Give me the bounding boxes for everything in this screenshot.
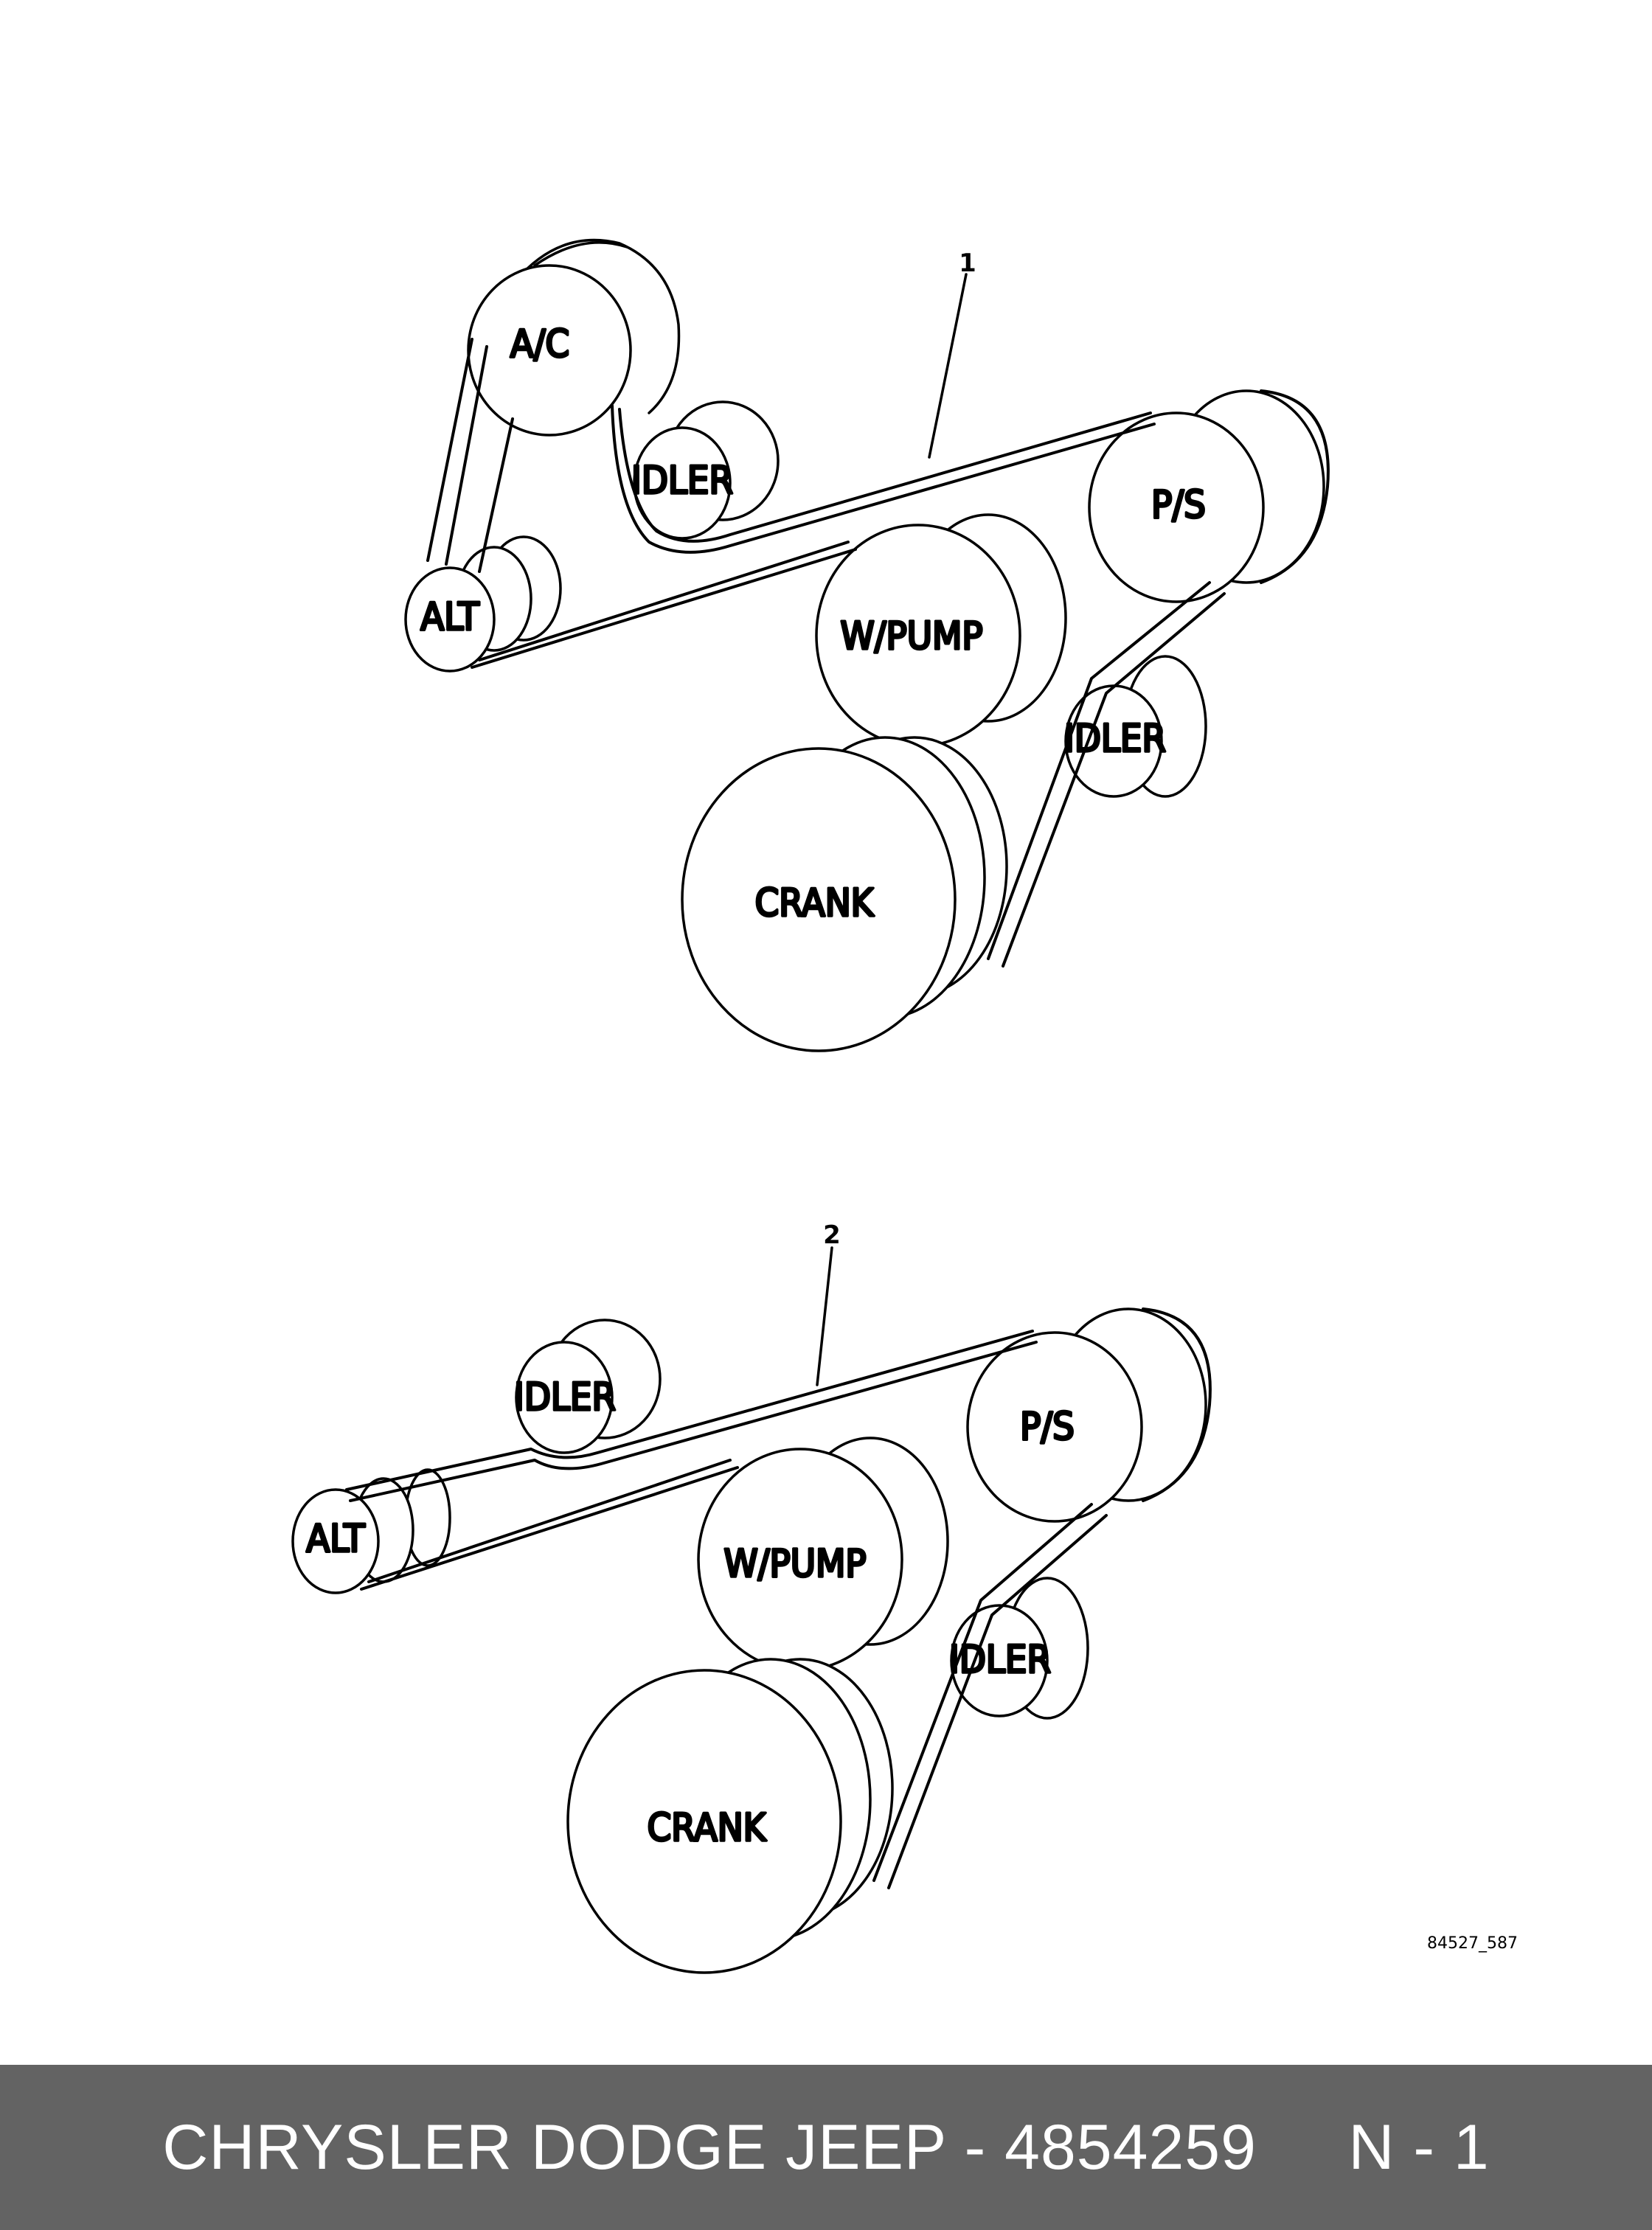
pulley-wpump — [815, 513, 1067, 748]
diagram-bottom: IDLER P/S ALT W/PUMP IDLER CRANK 2 84527… — [291, 1220, 1518, 1974]
pulley-ps-2 — [966, 1307, 1207, 1523]
pulley-idler-upper-2 — [515, 1319, 662, 1454]
belt-2-strands — [345, 1307, 1212, 1889]
label-wpump: W/PUMP — [840, 614, 982, 659]
pulley-idler-lower — [1064, 655, 1207, 798]
pulley-alt-2 — [291, 1468, 451, 1594]
belt-1-strands — [426, 338, 1330, 968]
pulley-crank-2 — [566, 1658, 894, 1974]
pulley-idler-upper — [633, 400, 780, 540]
label-crank-2: CRANK — [648, 1806, 767, 1850]
belt-routing-diagram: A/C IDLER P/S ALT W/PUMP IDLER CRANK 1 — [291, 238, 1518, 1974]
label-ps: P/S — [1151, 483, 1206, 527]
callout-leader-1 — [928, 273, 968, 459]
label-idler-upper: IDLER — [631, 459, 733, 503]
label-idler-upper-2: IDLER — [514, 1375, 616, 1420]
diagram-top: A/C IDLER P/S ALT W/PUMP IDLER CRANK 1 — [404, 238, 1330, 1052]
footer-bar: CHRYSLER DODGE JEEP - 4854259 N - 1 — [0, 2065, 1652, 2230]
label-wpump-2: W/PUMP — [723, 1542, 866, 1586]
label-crank: CRANK — [755, 881, 875, 925]
pulley-idler-lower-2 — [950, 1577, 1089, 1720]
label-ac: A/C — [510, 322, 569, 367]
reference-code: 84527_587 — [1427, 1934, 1518, 1953]
pulley-alt — [404, 535, 562, 673]
label-idler-lower: IDLER — [1064, 717, 1166, 761]
pulley-crank — [681, 736, 1008, 1052]
label-alt-2: ALT — [306, 1517, 365, 1561]
callout-number-2: 2 — [823, 1220, 841, 1250]
footer-title: CHRYSLER DODGE JEEP - 4854259 N - 1 — [162, 2111, 1490, 2183]
callout-leader-2 — [816, 1246, 833, 1386]
label-alt: ALT — [420, 595, 479, 639]
pulley-wpump-2 — [697, 1437, 949, 1672]
label-ps-2: P/S — [1020, 1405, 1075, 1449]
pulley-ac — [467, 238, 681, 437]
pulley-ps — [1088, 389, 1325, 603]
callout-number-1: 1 — [959, 249, 976, 278]
label-idler-lower-2: IDLER — [949, 1638, 1051, 1682]
